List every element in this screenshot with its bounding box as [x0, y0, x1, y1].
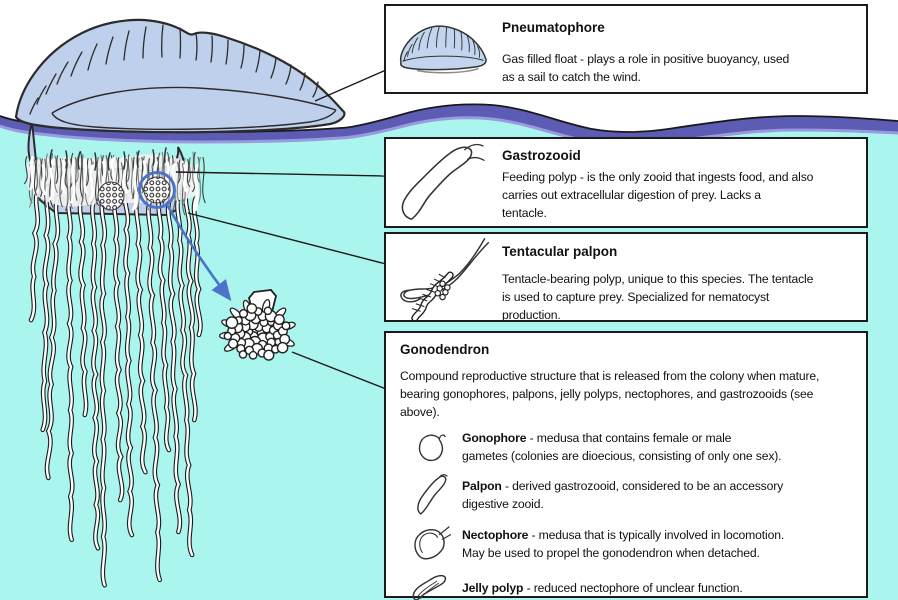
- callout-title: Gonodendron: [400, 342, 490, 357]
- entry-term: Jelly polyp: [462, 581, 524, 595]
- entry-desc: - medusa that is typically involved in l…: [462, 528, 785, 560]
- pneumatophore-float: [14, 18, 346, 134]
- gonodendron-in-situ: [143, 176, 171, 204]
- entry-jelly-polyp: Jelly polyp - reduced nectophore of uncl…: [400, 571, 860, 600]
- entry-desc: - derived gastrozooid, considered to be …: [462, 479, 784, 511]
- zoom-circle-icon: [138, 171, 176, 209]
- leader-line-gonodendron: [291, 351, 387, 390]
- zoom-arrow-icon: [164, 202, 232, 302]
- entry-gonophore: Gonophore - medusa that contains female …: [400, 429, 860, 465]
- nectophore-icon: [400, 525, 462, 563]
- entry-palpon: Palpon - derived gastrozooid, considered…: [400, 473, 860, 517]
- tentacles: [28, 183, 203, 588]
- gonodendron-cluster: [218, 289, 296, 361]
- callout-tentacular-palpon: Tentacular palpon Tentacle-bearing polyp…: [384, 232, 868, 322]
- entry-term: Gonophore: [462, 431, 527, 445]
- gastrozooid-polyp-icon: [386, 139, 500, 226]
- crest-ribs: [29, 24, 319, 115]
- ocean-wave: [0, 104, 898, 146]
- callout-body: Feeding polyp - is the only zooid that i…: [502, 170, 814, 220]
- callout-gonodendron: Gonodendron Compound reproductive struct…: [384, 331, 868, 600]
- leader-line-gastrozooid: [175, 171, 387, 177]
- callout-title: Tentacular palpon: [502, 244, 618, 259]
- callout-body: Tentacle-bearing polyp, unique to this s…: [502, 272, 814, 322]
- entry-desc: - medusa that contains female or male ga…: [462, 431, 782, 463]
- callout-body: Gas filled float - plays a role in posit…: [502, 52, 790, 84]
- jelly-polyp-icon: [400, 571, 462, 600]
- callout-pneumatophore: Pneumatophore Gas filled float - plays a…: [384, 4, 868, 94]
- palpon-icon: [400, 473, 462, 517]
- entry-nectophore: Nectophore - medusa that is typically in…: [400, 525, 860, 563]
- gonophore-icon: [400, 431, 462, 463]
- callout-body: Compound reproductive structure that is …: [400, 369, 820, 419]
- entry-term: Palpon: [462, 479, 502, 493]
- leader-line-tentacular-palpon: [187, 212, 387, 265]
- callout-title: Gastrozooid: [502, 148, 581, 163]
- leader-line-pneumatophore: [314, 69, 387, 102]
- entry-term: Nectophore: [462, 528, 529, 542]
- pneumatophore-float-icon: [386, 6, 500, 92]
- body-ribs: [49, 147, 167, 171]
- entry-desc: - reduced nectophore of unclear function…: [523, 581, 743, 595]
- callout-title: Pneumatophore: [502, 20, 605, 35]
- float-contour: [51, 86, 337, 130]
- callout-gastrozooid: Gastrozooid Feeding polyp - is the only …: [384, 137, 868, 228]
- tentacular-palpon-icon: [386, 234, 500, 320]
- wave-highlight: [0, 116, 898, 146]
- gonodendron-in-situ: [97, 181, 125, 211]
